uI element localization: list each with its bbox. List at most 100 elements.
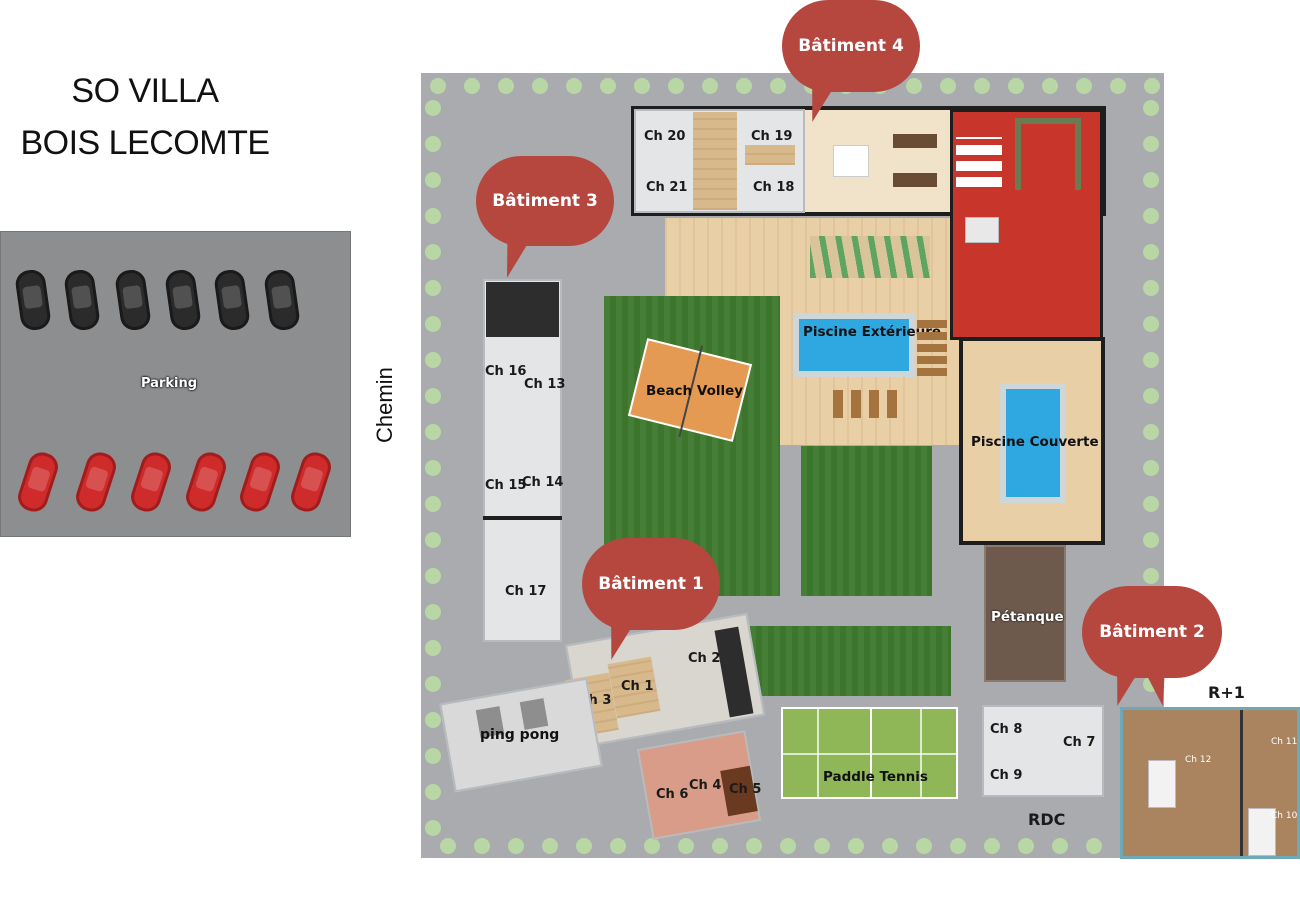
tree-icon — [576, 838, 592, 854]
tree-icon — [974, 78, 990, 94]
tree-icon — [425, 244, 441, 260]
tree-icon — [848, 838, 864, 854]
room-ch1: Ch 1 — [621, 679, 654, 694]
tree-icon — [508, 838, 524, 854]
r1-wall — [1240, 710, 1243, 856]
room-ch4: Ch 4 — [689, 778, 722, 793]
room-ch14: Ch 14 — [522, 475, 564, 490]
room-ch5: Ch 5 — [729, 782, 762, 797]
car-black — [212, 268, 252, 332]
ping-pong-label: ping pong — [480, 727, 560, 743]
bubble-batiment-3-label: Bâtiment 3 — [492, 191, 598, 211]
tree-icon — [425, 460, 441, 476]
room-ch19: Ch 19 — [751, 129, 793, 144]
dining-table — [893, 134, 937, 148]
tree-icon — [425, 388, 441, 404]
car-black — [13, 268, 53, 332]
room-ch7: Ch 7 — [1063, 735, 1096, 750]
tree-icon — [1143, 496, 1159, 512]
tree-icon — [1143, 460, 1159, 476]
bubble-batiment-4-label: Bâtiment 4 — [798, 36, 904, 56]
building-3 — [483, 279, 562, 642]
lawn-center — [801, 446, 932, 596]
tree-icon — [610, 838, 626, 854]
tree-icon — [984, 838, 1000, 854]
r1-bed — [1148, 760, 1176, 808]
tree-icon — [916, 838, 932, 854]
parking-label: Parking — [141, 376, 198, 391]
car-red — [236, 448, 284, 516]
tree-icon — [430, 78, 446, 94]
bubble-batiment-3: Bâtiment 3 — [476, 156, 614, 246]
tree-icon — [678, 838, 694, 854]
tree-icon — [566, 78, 582, 94]
counter — [965, 217, 999, 243]
room-ch11: Ch 11 — [1271, 737, 1298, 747]
tree-icon — [425, 100, 441, 116]
tree-icon — [1008, 78, 1024, 94]
tree-icon — [644, 838, 660, 854]
tree-icon — [814, 838, 830, 854]
sun-loungers — [833, 390, 903, 418]
tree-icon — [464, 78, 480, 94]
tree-icon — [425, 424, 441, 440]
room-ch20: Ch 20 — [644, 129, 686, 144]
room-ch10: Ch 10 — [1271, 811, 1298, 821]
tree-icon — [736, 78, 752, 94]
tree-icon — [1144, 78, 1160, 94]
white-tables — [956, 137, 1002, 187]
building-2-rdc — [982, 705, 1104, 797]
room-ch15: Ch 15 — [485, 478, 527, 493]
tree-icon — [634, 78, 650, 94]
tree-icon — [1143, 316, 1159, 332]
floor-rdc-label: RDC — [1028, 810, 1066, 829]
paddle-tennis-label: Paddle Tennis — [823, 769, 928, 785]
tree-icon — [425, 604, 441, 620]
dining-table — [893, 173, 937, 187]
tree-icon — [1143, 280, 1159, 296]
tree-icon — [1143, 532, 1159, 548]
road-label: Chemin — [372, 367, 397, 443]
tree-icon — [780, 838, 796, 854]
car-black — [163, 268, 203, 332]
tree-icon — [950, 838, 966, 854]
tree-icon — [1143, 244, 1159, 260]
tree-icon — [906, 78, 922, 94]
tree-icon — [600, 78, 616, 94]
room-ch18: Ch 18 — [753, 180, 795, 195]
tree-icon — [1143, 424, 1159, 440]
picnic-benches — [810, 236, 930, 278]
tree-icon — [498, 78, 514, 94]
tree-icon — [668, 78, 684, 94]
sun-loungers — [917, 318, 947, 376]
tree-icon — [940, 78, 956, 94]
car-red — [14, 448, 62, 516]
tree-icon — [542, 838, 558, 854]
tree-icon — [1143, 676, 1159, 692]
tree-icon — [532, 78, 548, 94]
title-line-1: SO VILLA — [71, 72, 219, 110]
tree-icon — [1143, 100, 1159, 116]
tree-icon — [425, 496, 441, 512]
tree-icon — [1110, 78, 1126, 94]
tree-icon — [1143, 208, 1159, 224]
outdoor-pool — [793, 313, 915, 377]
tree-icon — [1086, 838, 1102, 854]
car-black — [262, 268, 302, 332]
tree-icon — [425, 676, 441, 692]
tree-icon — [425, 352, 441, 368]
room-ch13: Ch 13 — [524, 377, 566, 392]
parking-area — [0, 231, 351, 537]
bubble-batiment-2: Bâtiment 2 — [1082, 586, 1222, 678]
bubble-batiment-1-label: Bâtiment 1 — [598, 574, 704, 594]
petanque-court — [984, 545, 1066, 682]
tree-icon — [425, 136, 441, 152]
indoor-pool — [1000, 383, 1066, 503]
tree-icon — [425, 532, 441, 548]
car-black — [62, 268, 102, 332]
room-ch2: Ch 2 — [688, 651, 721, 666]
bubble-batiment-1: Bâtiment 1 — [582, 538, 720, 630]
tree-icon — [425, 172, 441, 188]
room-ch9: Ch 9 — [990, 768, 1023, 783]
tree-icon — [425, 640, 441, 656]
